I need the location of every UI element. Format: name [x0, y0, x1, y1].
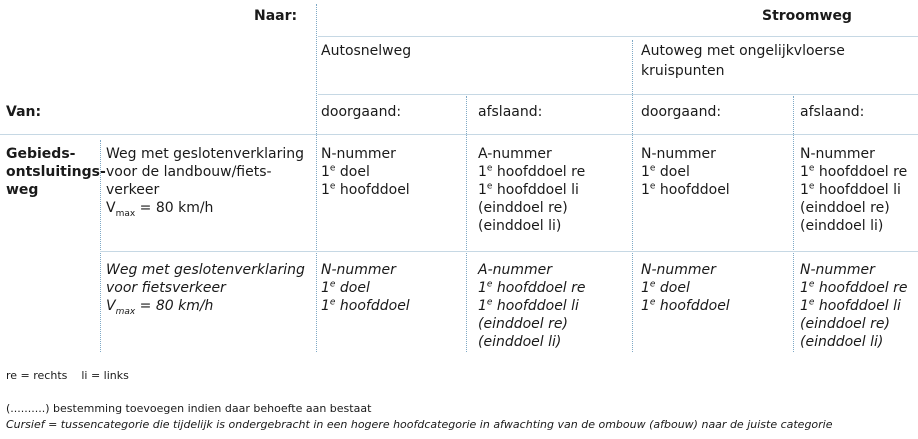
cell-line: A-nummer	[478, 262, 553, 278]
cell-line: 1e hoofddoel li	[800, 297, 901, 314]
autoweg-doorgaand-header: doorgaand:	[641, 104, 722, 120]
divider-autosnelweg-afslaand	[466, 96, 467, 352]
cell-line: 1e hoofddoel re	[800, 279, 908, 296]
row2-description-line-2: voor fietsverkeer	[106, 280, 226, 296]
cell-line: 1e hoofddoel	[641, 297, 730, 314]
cell-line: 1e hoofddoel li	[478, 297, 579, 314]
rule-under-van	[0, 134, 918, 135]
cell-line: N-nummer	[321, 146, 396, 162]
cell-line: (einddoel li)	[800, 334, 884, 350]
cell-line: N-nummer	[800, 146, 875, 162]
category-line-1: Gebieds-	[6, 146, 76, 162]
vmax-symbol: V	[106, 200, 116, 216]
vmax-subscript: max	[115, 306, 136, 317]
stroomweg-label: Stroomweg	[762, 8, 852, 24]
cell-line: 1e hoofddoel re	[478, 279, 586, 296]
rule-under-stroomweg	[318, 36, 918, 37]
row2-vmax: Vmax = 80 km/h	[106, 297, 214, 317]
cell-line: 1e hoofddoel li	[478, 181, 579, 198]
cell-line: 1e hoofddoel	[321, 181, 410, 198]
cell-line: (einddoel li)	[800, 218, 884, 234]
rule-under-roadtypes	[318, 94, 918, 95]
cell-line: 1e hoofddoel li	[800, 181, 901, 198]
vmax-value: = 80 km/h	[135, 200, 214, 216]
footnote-cursief: Cursief = tussencategorie die tijdelijk …	[6, 418, 833, 431]
cell-line: 1e hoofddoel	[321, 297, 410, 314]
cell-line: N-nummer	[641, 146, 716, 162]
category-line-3: weg	[6, 182, 39, 198]
autosnelweg-label: Autosnelweg	[321, 43, 412, 59]
row1-vmax: Vmax = 80 km/h	[106, 199, 214, 219]
autoweg-label-line1: Autoweg met ongelijkvloerse	[641, 43, 845, 59]
category-line-2: ontsluitings-	[6, 164, 106, 180]
cell-line: 1e hoofddoel re	[800, 163, 908, 180]
footnote-legend: re = rechts li = links	[6, 369, 129, 382]
autosnelweg-afslaand-header: afslaand:	[478, 104, 543, 120]
naar-label: Naar:	[254, 8, 298, 24]
cell-line: 1e doel	[321, 279, 370, 296]
cell-line: N-nummer	[641, 262, 716, 278]
divider-autoweg	[632, 40, 633, 352]
cell-line: (einddoel re)	[478, 200, 568, 216]
cell-line: 1e hoofddoel re	[478, 163, 586, 180]
cell-line: N-nummer	[321, 262, 396, 278]
vmax-subscript: max	[115, 208, 136, 219]
row1-description-line-3: verkeer	[106, 182, 160, 198]
cell-line: A-nummer	[478, 146, 552, 162]
vmax-symbol: V	[106, 298, 116, 314]
van-label: Van:	[6, 104, 42, 120]
cell-line: (einddoel li)	[478, 334, 562, 350]
autoweg-afslaand-header: afslaand:	[800, 104, 865, 120]
cell-line: (einddoel re)	[800, 316, 890, 332]
cell-line: (einddoel re)	[478, 316, 568, 332]
divider-main-vertical	[316, 4, 317, 352]
cell-line: 1e hoofddoel	[641, 181, 730, 198]
cell-line: 1e doel	[641, 163, 690, 180]
divider-description	[100, 140, 101, 352]
cell-line: N-nummer	[800, 262, 875, 278]
cell-line: 1e doel	[321, 163, 370, 180]
cell-line: (einddoel re)	[800, 200, 890, 216]
divider-autoweg-afslaand	[793, 96, 794, 352]
row2-description-line-1: Weg met geslotenverklaring	[106, 262, 305, 278]
vmax-value: = 80 km/h	[135, 298, 214, 314]
cell-line: 1e doel	[641, 279, 690, 296]
row1-description-line-1: Weg met geslotenverklaring	[106, 146, 305, 162]
autoweg-label-line2: kruispunten	[641, 63, 725, 79]
rule-between-rows	[100, 251, 918, 252]
row1-description-line-2: voor de landbouw/fiets-	[106, 164, 272, 180]
footnote-brackets: (..........) bestemming toevoegen indien…	[6, 402, 372, 415]
autosnelweg-doorgaand-header: doorgaand:	[321, 104, 402, 120]
cell-line: (einddoel li)	[478, 218, 562, 234]
